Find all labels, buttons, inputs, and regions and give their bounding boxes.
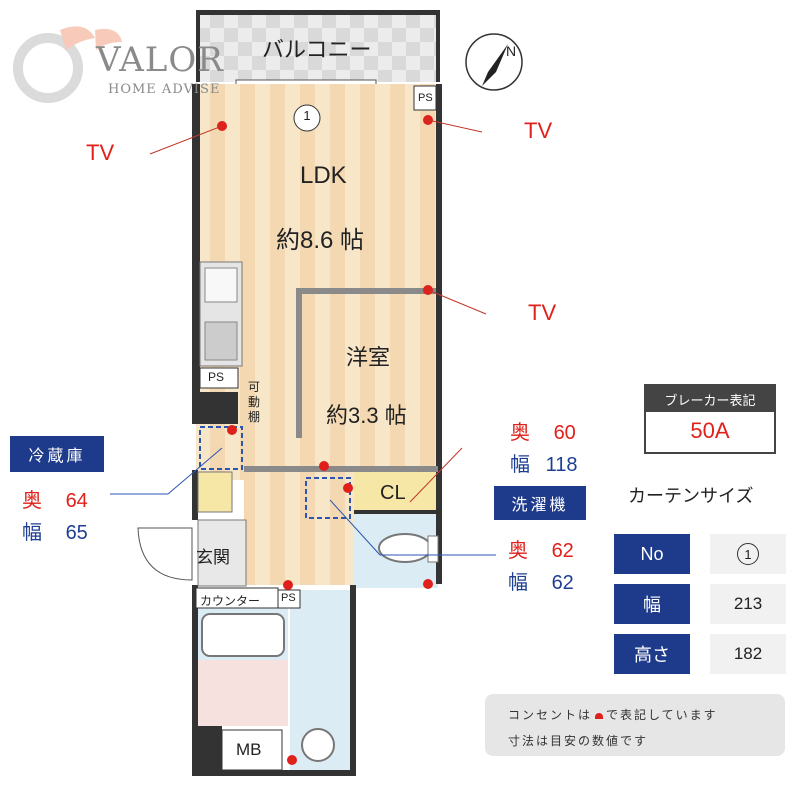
breaker-box: ブレーカー表記 50A: [644, 384, 776, 454]
logo-tagline: HOME ADVISE: [108, 82, 221, 97]
breaker-value: 50A: [690, 418, 730, 443]
curtain-title: カーテンサイズ: [628, 486, 754, 506]
fridge-width: 幅 65: [22, 516, 88, 545]
outlet-icon: [595, 713, 604, 719]
movable-shelf-label: 可動棚: [248, 380, 261, 424]
washer-depth-label: 奥: [508, 540, 528, 562]
closet-label: CL: [380, 482, 406, 504]
washer-width: 幅 62: [508, 566, 574, 595]
entrance-label: 玄関: [196, 548, 230, 567]
fridge-width-label: 幅: [22, 522, 42, 544]
laundry-depth: 奥 60: [510, 416, 576, 445]
laundry-depth-label: 奥: [510, 422, 530, 444]
breaker-title: ブレーカー表記: [646, 386, 774, 412]
logo-name: VALOR: [96, 40, 224, 80]
curtain-window-number: 1: [737, 543, 759, 565]
washer-depth: 奥 62: [508, 534, 574, 563]
mb-label: MB: [236, 740, 262, 759]
curtain-row-label-width: 幅: [614, 584, 690, 624]
laundry-width-value: 118: [545, 454, 578, 476]
fridge-depth-value: 64: [65, 490, 88, 512]
closet-floor: [354, 470, 438, 512]
ps-label-top: PS: [418, 92, 433, 104]
note-line-1-end: で表記しています: [606, 708, 718, 722]
curtain-row-value-width: 213: [710, 584, 786, 624]
washer-width-label: 幅: [508, 572, 528, 594]
fridge-depth-label: 奥: [22, 490, 42, 512]
tv-label-ldk-left: TV: [86, 140, 115, 165]
curtain-row-value-height: 182: [710, 634, 786, 674]
fridge-depth: 奥 64: [22, 484, 88, 513]
ps-label-kitchen: PS: [208, 370, 225, 384]
tv-label-ldk-right: TV: [524, 118, 553, 143]
curtain-row-label-no: No: [614, 534, 690, 574]
ldk-label: LDK: [300, 162, 347, 189]
washer-width-value: 62: [551, 572, 574, 594]
ps-label-entrance: PS: [281, 592, 296, 604]
note-line-1-start: コンセントは: [508, 708, 593, 722]
logo-mark: [13, 26, 122, 103]
fridge-width-value: 65: [65, 522, 88, 544]
western-room-size: 約3.3 帖: [326, 403, 407, 428]
laundry-width-label: 幅: [510, 454, 530, 476]
laundry-width: 幅 118: [510, 448, 577, 477]
washer-title: 洗濯機: [494, 486, 586, 520]
note-line-1: コンセントはで表記しています: [508, 706, 718, 723]
fridge-title: 冷蔵庫: [10, 436, 104, 472]
note-line-2: 寸法は目安の数値です: [508, 734, 649, 748]
ldk-size: 約8.6 帖: [276, 227, 365, 254]
counter-label: カウンター: [200, 594, 261, 608]
balcony-area: [196, 12, 440, 82]
balcony-label: バルコニー: [262, 37, 372, 62]
western-room-label: 洋室: [346, 345, 391, 370]
western-floor: [302, 292, 436, 468]
corridor-floor: [244, 470, 354, 585]
curtain-row-label-height: 高さ: [614, 634, 690, 674]
washer-depth-value: 62: [551, 540, 574, 562]
svg-text:N: N: [506, 43, 516, 59]
curtain-row-value-no: 1: [710, 534, 786, 574]
laundry-depth-value: 60: [553, 422, 576, 444]
window-number: 1: [303, 108, 311, 123]
tv-label-western: TV: [528, 300, 557, 325]
